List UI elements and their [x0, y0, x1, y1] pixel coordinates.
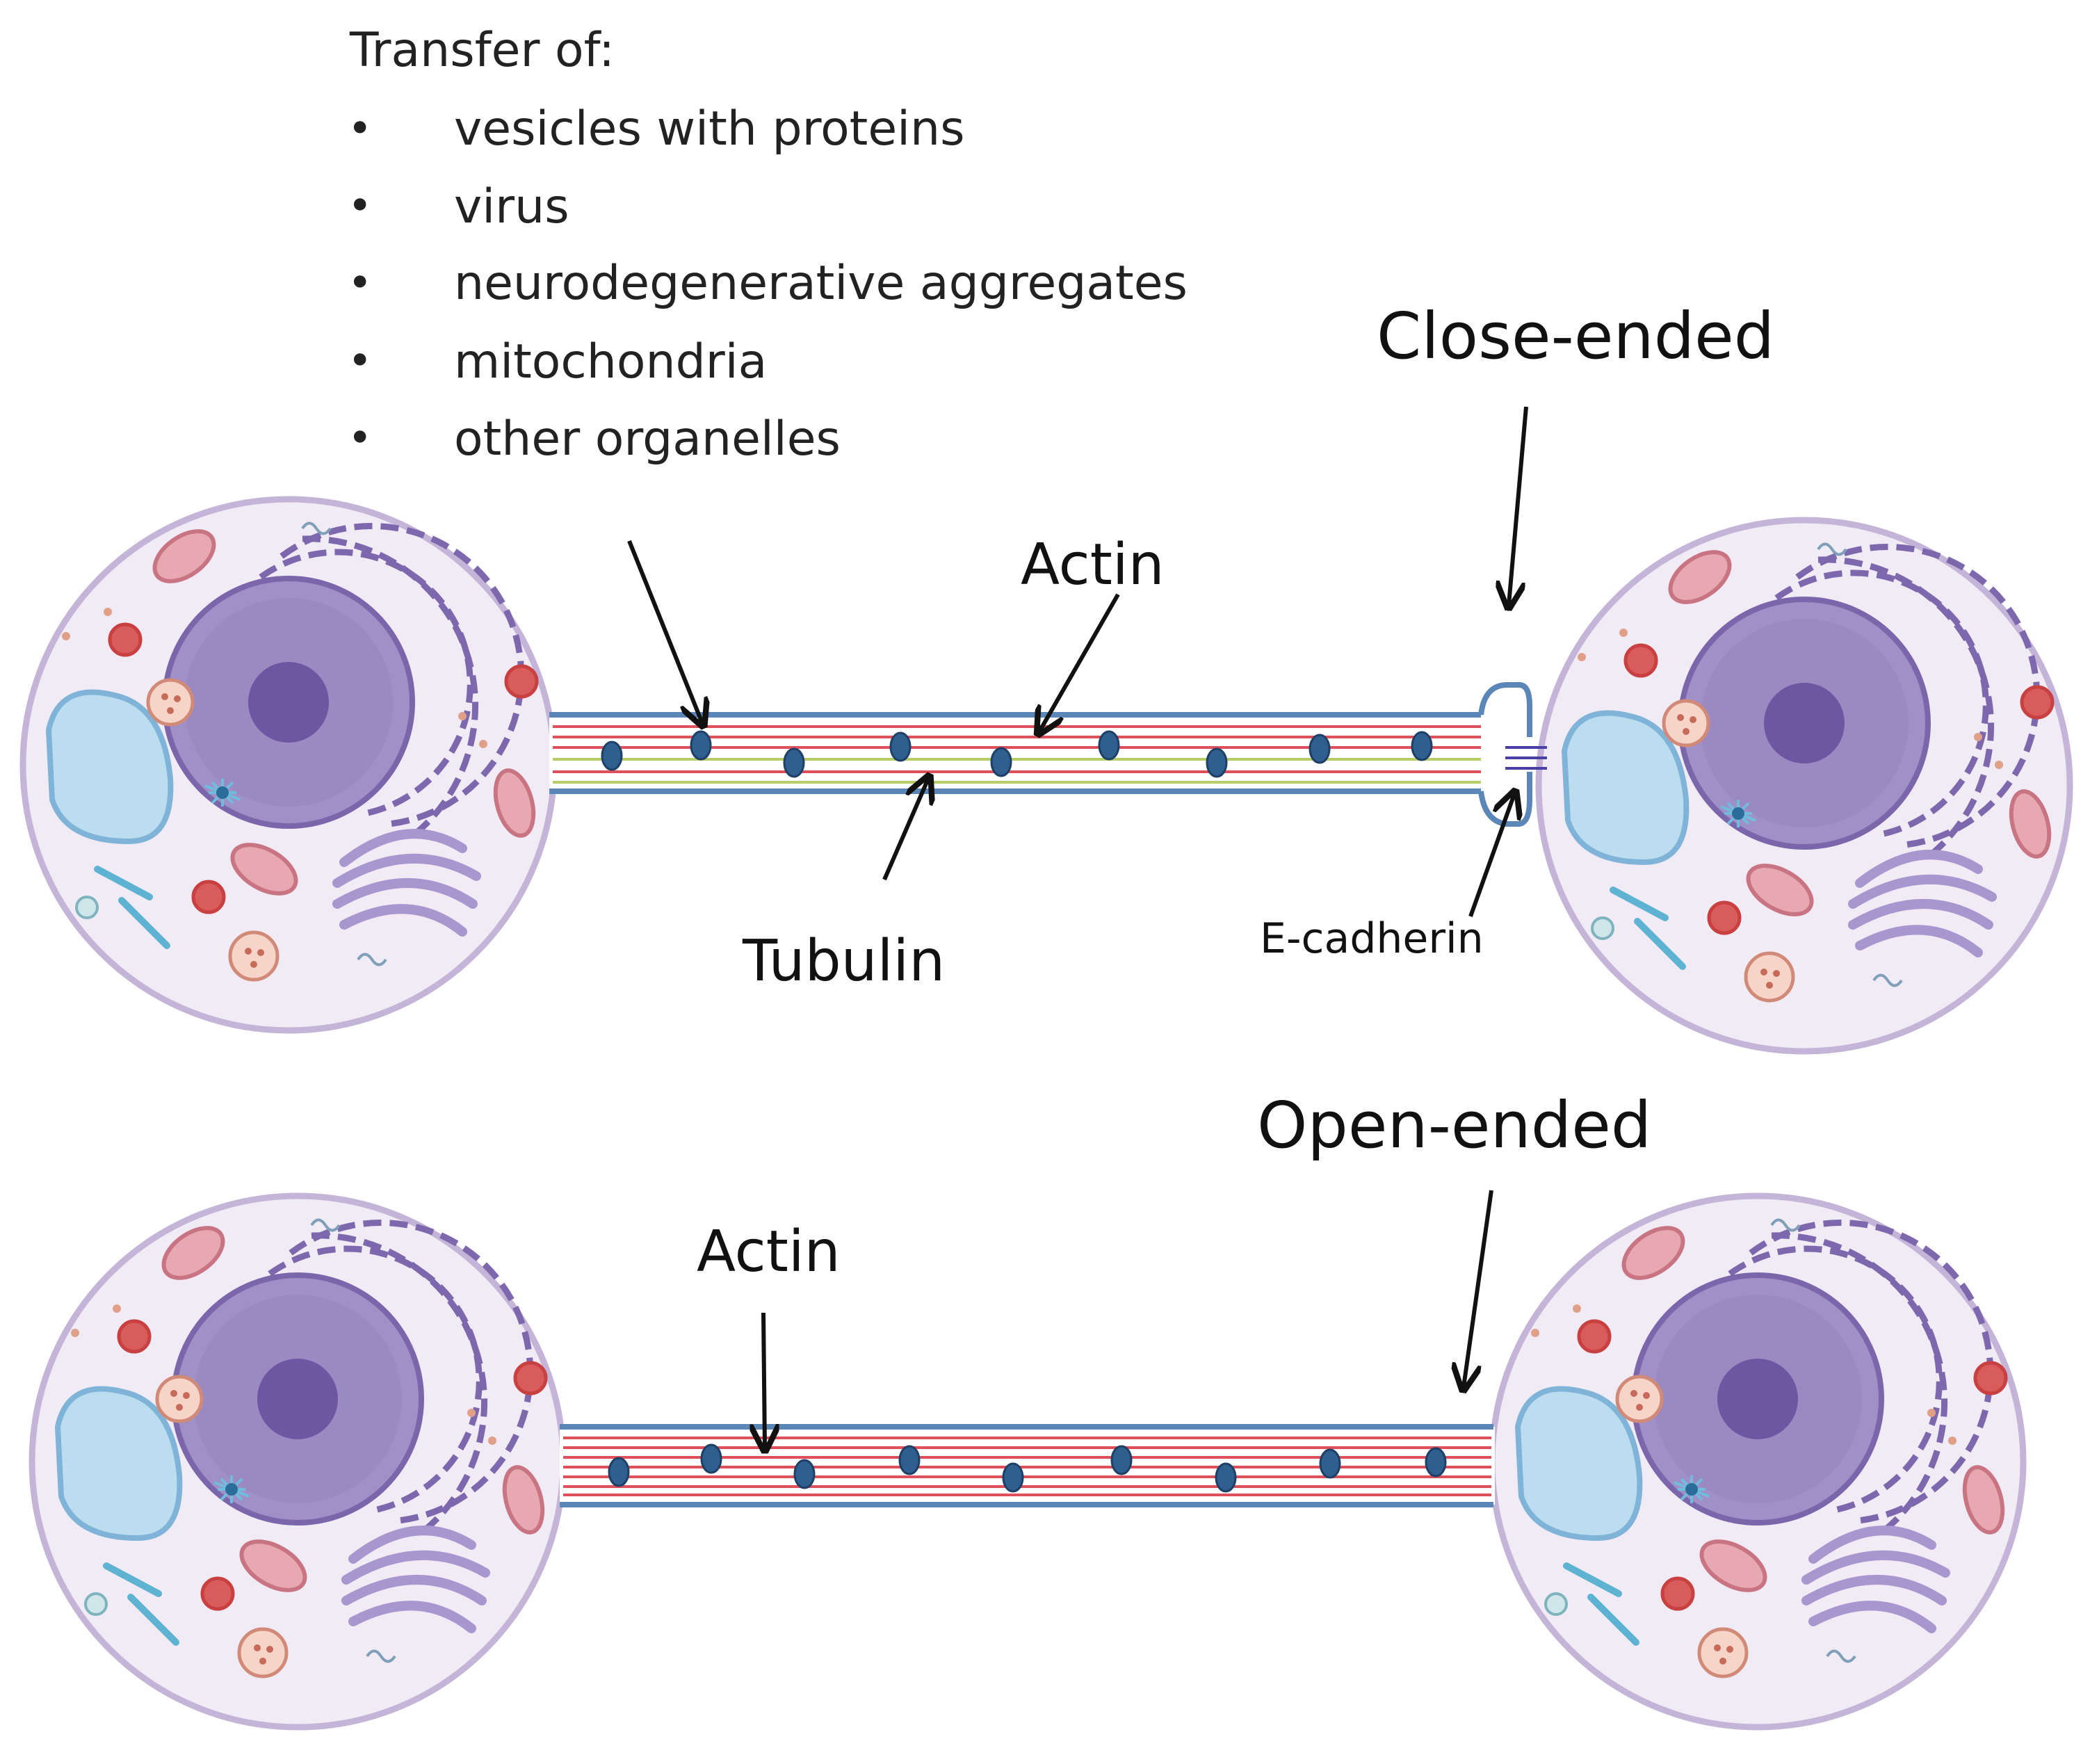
arrows: [763, 1190, 1493, 1448]
tubulin-arrow: [882, 779, 928, 881]
transfer-item: virus: [454, 179, 569, 234]
transfer-list: Transfer of: • vesicles with proteins • …: [348, 23, 1188, 467]
e-cadherin-arrow: [1468, 794, 1514, 918]
transfer-item: mitochondria: [454, 334, 767, 389]
actin-label: Actin: [1021, 532, 1165, 598]
actin-arrow: [763, 1312, 765, 1448]
actin-label: Actin: [697, 1219, 841, 1285]
bullet: •: [348, 337, 372, 385]
transfer-item: neurodegenerative aggregates: [454, 256, 1188, 311]
right-cell: [1539, 520, 2070, 1051]
tubulin-label: Tubulin: [742, 928, 945, 994]
right-cell: [1492, 1196, 2023, 1727]
transfer-arrow: [627, 540, 702, 723]
actin-arrow: [1039, 593, 1120, 731]
open-ended-title: Open-ended: [1257, 1088, 1651, 1163]
transfer-item: other organelles: [454, 412, 841, 467]
close-ended-title: Close-ended: [1377, 299, 1774, 373]
e-cadherin-junction: [1505, 746, 1547, 770]
bullet: •: [348, 259, 372, 307]
bullet: •: [348, 414, 372, 462]
open-ended-tnt: Open-ended Actin: [32, 1088, 2023, 1727]
tube-membrane: [560, 1424, 1493, 1507]
left-cell: [32, 1196, 563, 1727]
left-cell: [23, 499, 554, 1030]
close-ended-arrow: [1509, 406, 1528, 605]
transfer-item: vesicles with proteins: [454, 102, 965, 156]
close-ended-tnt: Close-ended: [23, 299, 2070, 1051]
open-ended-arrow: [1464, 1190, 1493, 1387]
transfer-heading: Transfer of:: [349, 23, 615, 78]
arrows: [627, 406, 1528, 918]
e-cadherin-label: E-cadherin: [1260, 914, 1484, 963]
bullet: •: [348, 181, 372, 230]
bullet: •: [348, 104, 372, 153]
